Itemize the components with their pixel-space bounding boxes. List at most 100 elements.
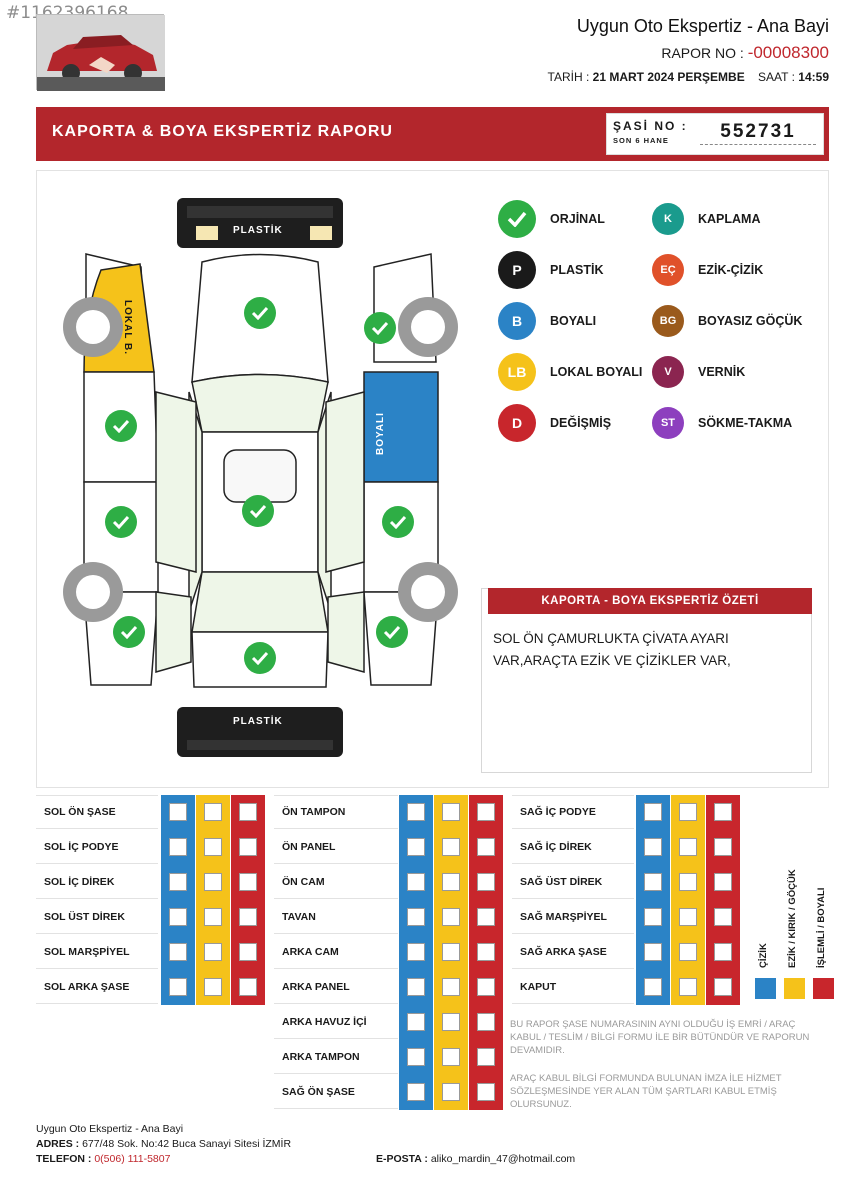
damage-checkbox[interactable] <box>239 943 257 961</box>
damage-checkbox[interactable] <box>679 978 697 996</box>
table-row: SOL MARŞPİYEL <box>36 935 158 969</box>
damage-checkbox[interactable] <box>644 838 662 856</box>
legend-degismis: D DEĞİŞMİŞ <box>498 404 611 442</box>
damage-checkbox[interactable] <box>477 838 495 856</box>
damage-checkbox[interactable] <box>442 1013 460 1031</box>
damage-checkbox[interactable] <box>477 908 495 926</box>
damage-checkbox[interactable] <box>204 838 222 856</box>
damage-checkbox[interactable] <box>679 908 697 926</box>
damage-checkbox[interactable] <box>714 943 732 961</box>
damage-checkbox[interactable] <box>204 873 222 891</box>
damage-checkbox[interactable] <box>442 873 460 891</box>
table-row: SAĞ İÇ PODYE <box>512 795 634 829</box>
damage-checkbox[interactable] <box>239 908 257 926</box>
table-row: TAVAN <box>274 900 398 934</box>
damage-checkbox[interactable] <box>714 838 732 856</box>
part-label: SAĞ MARŞPİYEL <box>520 910 607 923</box>
legend-label: SÖKME-TAKMA <box>698 416 793 430</box>
damage-checkbox[interactable] <box>477 803 495 821</box>
damage-checkbox[interactable] <box>477 1048 495 1066</box>
table-row: SOL ÜST DİREK <box>36 900 158 934</box>
damage-checkbox[interactable] <box>442 1083 460 1101</box>
damage-checkbox[interactable] <box>407 1013 425 1031</box>
legend-badge: B <box>498 302 536 340</box>
damage-checkbox[interactable] <box>714 978 732 996</box>
damage-checkbox[interactable] <box>407 803 425 821</box>
damage-checkbox[interactable] <box>679 943 697 961</box>
damage-checkbox[interactable] <box>239 803 257 821</box>
damage-checkbox[interactable] <box>204 943 222 961</box>
damage-checkbox[interactable] <box>204 803 222 821</box>
phone-value: 0(506) 111-5807 <box>94 1153 171 1165</box>
damage-checkbox[interactable] <box>407 908 425 926</box>
damage-checkbox[interactable] <box>714 873 732 891</box>
damage-checkbox[interactable] <box>644 943 662 961</box>
damage-checkbox[interactable] <box>407 1083 425 1101</box>
address-label: ADRES : <box>36 1138 80 1150</box>
damage-checkbox[interactable] <box>169 908 187 926</box>
damage-checkbox[interactable] <box>239 873 257 891</box>
damage-checkbox[interactable] <box>714 803 732 821</box>
table-row: ARKA PANEL <box>274 970 398 1004</box>
check-icon <box>376 616 408 648</box>
damage-checkbox[interactable] <box>407 873 425 891</box>
phone-label: TELEFON : <box>36 1153 92 1165</box>
legend-badge: P <box>498 251 536 289</box>
damage-checkbox[interactable] <box>407 978 425 996</box>
part-label: ÖN PANEL <box>282 840 336 853</box>
damage-checkbox[interactable] <box>477 978 495 996</box>
damage-checkbox[interactable] <box>442 908 460 926</box>
damage-checkbox[interactable] <box>477 1083 495 1101</box>
damage-checkbox[interactable] <box>442 978 460 996</box>
damage-checkbox[interactable] <box>679 803 697 821</box>
legend-label: VERNİK <box>698 365 746 379</box>
part-label: ARKA TAMPON <box>282 1050 360 1063</box>
damage-checkbox[interactable] <box>714 908 732 926</box>
damage-checkbox[interactable] <box>169 943 187 961</box>
damage-checkbox[interactable] <box>644 978 662 996</box>
damage-checkbox[interactable] <box>679 873 697 891</box>
damage-checkbox[interactable] <box>477 1013 495 1031</box>
legend-swatch-blue <box>755 978 776 999</box>
legend-original: ORJİNAL <box>498 200 605 238</box>
damage-checkbox[interactable] <box>442 838 460 856</box>
damage-checkbox[interactable] <box>477 873 495 891</box>
right-painted-label: BOYALI <box>375 412 386 455</box>
check-icon <box>242 495 274 527</box>
footer-email: E-POSTA : aliko_mardin_47@hotmail.com <box>376 1153 575 1165</box>
damage-checkbox[interactable] <box>239 978 257 996</box>
damage-checkbox[interactable] <box>169 978 187 996</box>
part-label: SOL ÜST DİREK <box>44 910 125 923</box>
part-label: SAĞ ARKA ŞASE <box>520 945 607 958</box>
email-label: E-POSTA : <box>376 1153 428 1165</box>
damage-checkbox[interactable] <box>204 908 222 926</box>
damage-checkbox[interactable] <box>407 1048 425 1066</box>
legend-boyali: B BOYALI <box>498 302 596 340</box>
damage-checkbox[interactable] <box>644 873 662 891</box>
damage-checkbox[interactable] <box>442 943 460 961</box>
damage-checkbox[interactable] <box>407 838 425 856</box>
damage-checkbox[interactable] <box>169 873 187 891</box>
damage-checkbox[interactable] <box>644 908 662 926</box>
damage-checkbox[interactable] <box>442 1048 460 1066</box>
table-row: SAĞ ÖN ŞASE <box>274 1075 398 1109</box>
legend-label: LOKAL BOYALI <box>550 365 643 379</box>
damage-checkbox[interactable] <box>644 803 662 821</box>
checkbox-column <box>636 795 670 1005</box>
damage-checkbox[interactable] <box>204 978 222 996</box>
legend-label: BOYALI <box>550 314 597 328</box>
damage-checkbox[interactable] <box>442 803 460 821</box>
report-title: KAPORTA & BOYA EKSPERTİZ RAPORU <box>52 123 393 140</box>
part-label: ARKA CAM <box>282 945 339 958</box>
legend-label: PLASTİK <box>550 263 604 277</box>
damage-checkbox[interactable] <box>169 803 187 821</box>
summary-title: KAPORTA - BOYA EKSPERTİZ ÖZETİ <box>488 588 812 614</box>
damage-checkbox[interactable] <box>477 943 495 961</box>
table-row: KAPUT <box>512 970 634 1004</box>
damage-checkbox[interactable] <box>169 838 187 856</box>
check-icon <box>244 642 276 674</box>
damage-checkbox[interactable] <box>407 943 425 961</box>
notice-text: ARAÇ KABUL BİLGİ FORMUNDA BULUNAN İMZA İ… <box>510 1073 782 1110</box>
damage-checkbox[interactable] <box>239 838 257 856</box>
damage-checkbox[interactable] <box>679 838 697 856</box>
